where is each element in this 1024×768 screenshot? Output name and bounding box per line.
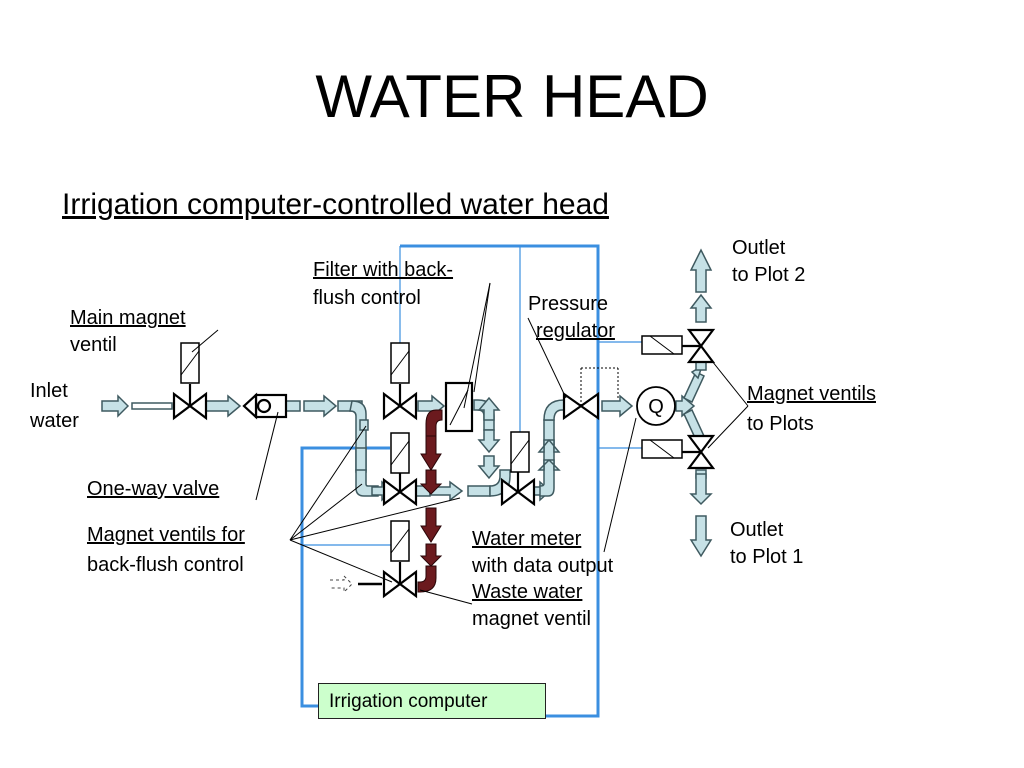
one-way-label-text: One-way valve xyxy=(87,478,220,500)
magnet-plots-label-line1: Magnet ventils xyxy=(747,383,876,405)
outlet-plot1-label: Outlet to Plot 1 xyxy=(730,517,803,571)
waste-valve-label: Waste water magnet ventil xyxy=(472,579,591,633)
pressure-label-line1: Pressure xyxy=(528,293,609,315)
meter-label-line1: Water meter xyxy=(472,528,582,550)
meter-label-line2: with data output xyxy=(472,555,614,577)
main-magnet-label-line1: Main magnet xyxy=(70,307,186,329)
diagram-subtitle: Irrigation computer-controlled water hea… xyxy=(62,188,609,221)
filter-label: Filter with back- flush control xyxy=(313,257,453,312)
filter-label-line2: flush control xyxy=(313,287,421,309)
inlet-label-line1: Inlet xyxy=(30,380,68,402)
waste-label-line2: magnet ventil xyxy=(472,608,591,630)
magnet-plots-label-line2: to Plots xyxy=(747,413,814,435)
outlet1-label-line2: to Plot 1 xyxy=(730,546,804,568)
one-way-valve-label: One-way valve xyxy=(87,476,219,503)
waste-outlet-arrow xyxy=(330,574,353,594)
backflush-valve-top-icon xyxy=(382,342,418,421)
plot1-valve-icon xyxy=(641,434,716,470)
waste-label-line1: Waste water xyxy=(472,581,583,603)
outlet-plot2-arrow xyxy=(689,248,713,293)
inlet-label-line2: water xyxy=(30,410,79,432)
plot2-valve-icon xyxy=(641,328,716,364)
outlet-plot1-arrow xyxy=(689,473,713,506)
leader-lines xyxy=(191,282,749,605)
backflush-valve-lower-icon xyxy=(382,432,418,507)
magnet-plots-label: Magnet ventils to Plots xyxy=(747,381,876,438)
bypass-valve-icon xyxy=(500,431,536,507)
one-way-valve-icon xyxy=(242,392,288,420)
water-meter-label: Water meter with data output xyxy=(472,526,613,580)
control-wires xyxy=(300,244,642,718)
backflush-label: Magnet ventils for back-flush control xyxy=(87,522,245,579)
inlet-label: Inlet water xyxy=(30,378,79,435)
main-magnet-label: Main magnet ventil xyxy=(70,305,186,359)
backflush-label-line2: back-flush control xyxy=(87,554,244,576)
meter-symbol: Q xyxy=(648,396,664,418)
backflush-label-line1: Magnet ventils for xyxy=(87,524,245,546)
valves xyxy=(172,328,716,599)
pressure-label-line2: regulator xyxy=(536,320,615,342)
outlet1-label-line1: Outlet xyxy=(730,519,784,541)
main-magnet-valve-icon xyxy=(172,342,208,421)
waste-pipe xyxy=(417,409,443,593)
irrigation-computer-box: Irrigation computer xyxy=(318,683,546,719)
main-magnet-label-line2: ventil xyxy=(70,334,117,356)
pressure-regulator-label: Pressure regulator xyxy=(528,291,615,345)
inlet-arrow xyxy=(101,394,130,418)
pressure-regulator-icon xyxy=(562,367,619,421)
page-title: WATER HEAD xyxy=(315,63,709,130)
outlet2-label-line1: Outlet xyxy=(732,237,786,259)
waste-valve-icon xyxy=(382,520,418,599)
outlet-plot2-label: Outlet to Plot 2 xyxy=(732,235,805,289)
outlet2-label-line2: to Plot 2 xyxy=(732,264,806,286)
water-meter-icon: Q xyxy=(636,386,676,426)
filter-label-line1: Filter with back- xyxy=(313,259,454,281)
